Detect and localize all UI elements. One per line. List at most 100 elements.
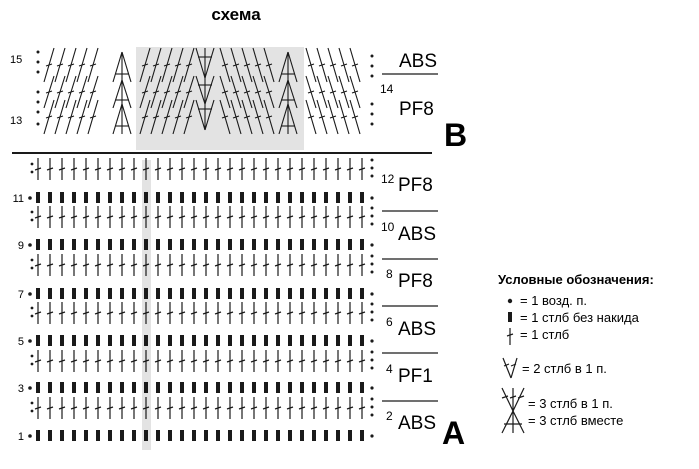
slanted-double-crochet	[161, 75, 173, 109]
slanted-double-crochet	[43, 75, 55, 109]
slanted-double-crochet	[316, 47, 328, 83]
single-crochet	[192, 192, 196, 203]
single-crochet	[96, 239, 100, 250]
double-crochet	[106, 302, 114, 324]
three-dc-in-one	[195, 75, 215, 105]
legend-item-dc: = 1 стлб	[520, 327, 569, 342]
single-crochet	[48, 192, 52, 203]
double-crochet	[226, 206, 234, 228]
slanted-double-crochet	[139, 99, 151, 135]
double-crochet	[94, 350, 102, 372]
chain-dot	[36, 60, 40, 64]
double-crochet	[286, 350, 294, 372]
single-crochet	[216, 335, 220, 346]
row-number-3: 3	[18, 383, 24, 395]
single-crochet	[48, 335, 52, 346]
single-crochet	[300, 335, 304, 346]
double-crochet	[286, 254, 294, 276]
double-crochet	[250, 397, 258, 419]
row-number-13: 13	[10, 115, 22, 127]
single-crochet	[348, 239, 352, 250]
double-crochet	[214, 397, 222, 419]
section-number-6: 6	[386, 315, 393, 329]
double-crochet	[358, 158, 366, 180]
single-crochet	[288, 239, 292, 250]
double-crochet	[94, 254, 102, 276]
three-dc-in-one	[195, 47, 215, 79]
double-crochet	[58, 397, 66, 419]
chain-dot	[30, 218, 34, 222]
single-crochet	[240, 239, 244, 250]
double-crochet	[130, 254, 138, 276]
slanted-double-crochet	[54, 99, 66, 135]
double-crochet	[298, 302, 306, 324]
double-crochet	[346, 350, 354, 372]
three-dc-together	[112, 103, 132, 135]
single-crochet	[156, 335, 160, 346]
chain-dot	[370, 112, 374, 116]
double-crochet	[142, 302, 150, 324]
single-crochet	[144, 288, 148, 299]
single-crochet	[288, 335, 292, 346]
double-crochet	[322, 158, 330, 180]
double-crochet	[118, 397, 126, 419]
single-crochet	[324, 192, 328, 203]
double-crochet	[322, 350, 330, 372]
double-crochet	[118, 206, 126, 228]
double-crochet	[190, 206, 198, 228]
single-crochet	[180, 382, 184, 393]
single-crochet	[264, 288, 268, 299]
single-crochet	[48, 430, 52, 441]
double-crochet	[82, 302, 90, 324]
double-crochet	[274, 206, 282, 228]
single-crochet	[132, 335, 136, 346]
double-crochet	[358, 350, 366, 372]
single-crochet	[276, 239, 280, 250]
single-crochet	[216, 288, 220, 299]
double-crochet	[106, 206, 114, 228]
single-crochet	[312, 430, 316, 441]
double-crochet	[166, 254, 174, 276]
double-crochet	[82, 158, 90, 180]
single-crochet	[336, 382, 340, 393]
double-crochet	[46, 397, 54, 419]
double-crochet	[238, 397, 246, 419]
single-crochet	[180, 430, 184, 441]
double-crochet	[154, 350, 162, 372]
chain-dot	[30, 409, 34, 413]
chain-dot	[30, 306, 34, 310]
chain-dot	[28, 386, 32, 390]
double-crochet	[322, 206, 330, 228]
single-crochet	[336, 239, 340, 250]
single-crochet	[204, 288, 208, 299]
chain-dot	[36, 50, 40, 54]
chain-dot	[370, 350, 374, 354]
double-crochet	[46, 254, 54, 276]
single-crochet	[84, 430, 88, 441]
section-label-pf8-b: PF8	[399, 99, 434, 120]
double-crochet	[70, 254, 78, 276]
row-number-11: 11	[13, 193, 24, 205]
double-crochet	[202, 254, 210, 276]
chain-dot	[30, 258, 34, 262]
three-dc-together	[278, 103, 298, 135]
single-crochet	[132, 430, 136, 441]
single-crochet	[168, 430, 172, 441]
slanted-double-crochet	[183, 75, 195, 109]
single-crochet	[192, 430, 196, 441]
legend: = 1 возд. п. = 1 стлб без накида = 1 стл…	[501, 293, 640, 434]
single-crochet	[48, 288, 52, 299]
double-crochet	[58, 302, 66, 324]
single-crochet	[348, 335, 352, 346]
chain-dot-icon	[507, 298, 513, 304]
slanted-double-crochet	[65, 47, 77, 83]
three-dc-together	[278, 79, 298, 109]
double-crochet	[346, 302, 354, 324]
single-crochet	[264, 192, 268, 203]
double-crochet	[298, 397, 306, 419]
single-crochet	[276, 335, 280, 346]
single-crochet	[108, 239, 112, 250]
double-crochet	[106, 397, 114, 419]
chain-dot	[36, 110, 40, 114]
slanted-double-crochet	[316, 75, 328, 109]
